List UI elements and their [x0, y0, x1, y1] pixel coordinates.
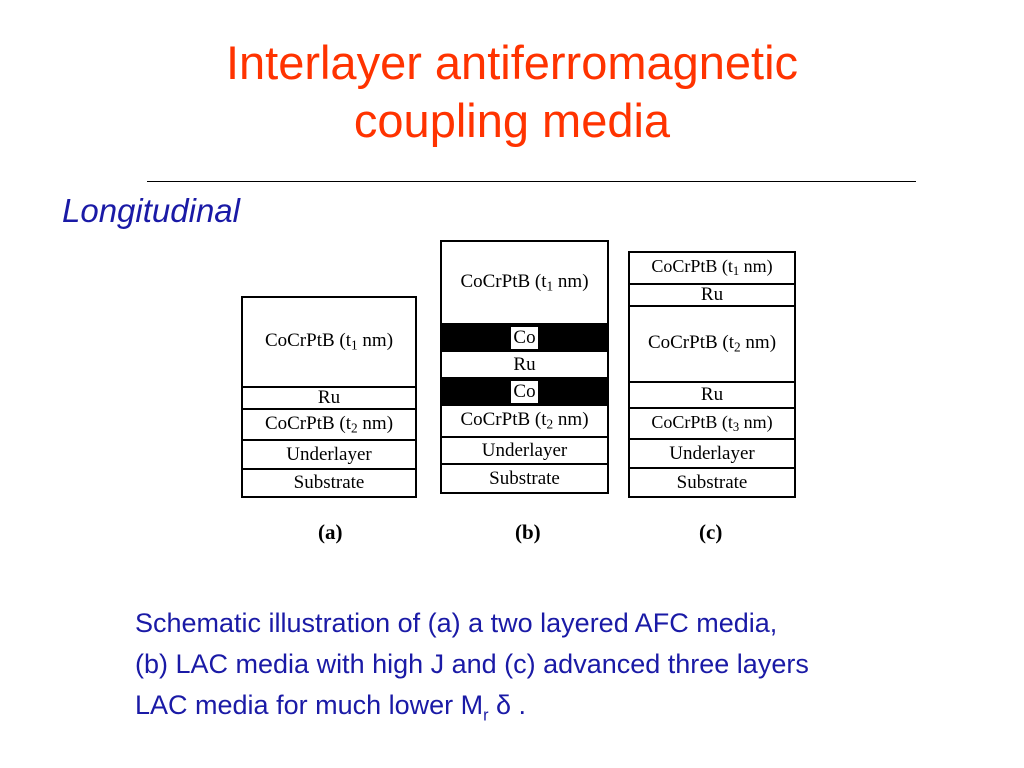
layer-label-text: Substrate	[489, 467, 560, 489]
layer: CoCrPtB (t2 nm)	[241, 408, 417, 441]
layer: Substrate	[628, 467, 796, 498]
layer-label-text: CoCrPtB (t	[460, 270, 547, 292]
stack-caption: (c)	[699, 520, 723, 544]
layer-label-text: CoCrPtB (t	[264, 412, 352, 434]
layer-label-subscript: 3	[732, 420, 740, 435]
stack-caption: (b)	[515, 520, 541, 544]
layer-label: CoCrPtB (t1 nm)	[460, 271, 588, 294]
layer-label-suffix: nm)	[740, 332, 777, 354]
layer: Ru	[241, 386, 417, 410]
layer: Substrate	[241, 468, 417, 498]
layer-label: CoCrPtB (t2 nm)	[460, 409, 588, 432]
layer-label-suffix: nm)	[553, 409, 589, 431]
caption-line-3-prefix: LAC media for much lower M	[135, 690, 484, 720]
layer: Substrate	[440, 463, 609, 494]
layer-label-suffix: nm)	[739, 411, 773, 432]
caption-line-1: Schematic illustration of (a) a two laye…	[135, 608, 778, 638]
layer: Co	[440, 377, 609, 406]
layer-label: CoCrPtB (t2 nm)	[648, 332, 776, 355]
layer-label-text: CoCrPtB (t	[651, 411, 733, 432]
layer: CoCrPtB (t1 nm)	[440, 240, 609, 325]
layer-label: Underlayer	[669, 443, 754, 465]
layer-label: CoCrPtB (t1 nm)	[651, 256, 772, 279]
layer-label: Ru	[701, 384, 723, 406]
layer-label-suffix: nm)	[553, 270, 589, 292]
layer-label-text: Co	[513, 326, 536, 348]
layer-label-text: Substrate	[676, 471, 748, 493]
layer: CoCrPtB (t1 nm)	[241, 296, 417, 388]
layer-label-suffix: nm)	[739, 256, 773, 277]
layer-label-text: Ru	[513, 353, 536, 375]
caption-line-3-subscript: r	[483, 706, 489, 725]
layer-label-text: CoCrPtB (t	[264, 330, 352, 352]
layer-label: Underlayer	[286, 444, 371, 466]
stack-caption: (a)	[318, 520, 343, 544]
caption-line-3-suffix: δ .	[488, 690, 527, 720]
layer-label: Co	[511, 380, 538, 403]
layer-label: Substrate	[489, 468, 560, 490]
layer: CoCrPtB (t3 nm)	[628, 407, 796, 440]
layer-label: Substrate	[677, 472, 748, 494]
layer-label-text: Co	[513, 380, 536, 402]
layer-label-subscript: 2	[351, 420, 358, 436]
layer-label-subscript: 2	[546, 416, 554, 432]
layer: Underlayer	[440, 436, 609, 465]
layer-label-text: Underlayer	[669, 442, 755, 464]
layer-label-subscript: 2	[734, 339, 741, 355]
layer: Underlayer	[628, 438, 796, 469]
layer: CoCrPtB (t1 nm)	[628, 251, 796, 285]
layer-label: CoCrPtB (t1 nm)	[265, 330, 393, 353]
layer: CoCrPtB (t2 nm)	[628, 305, 796, 383]
layer-label-suffix: nm)	[357, 330, 394, 352]
layer-label-text: CoCrPtB (t	[460, 409, 547, 431]
layer: Underlayer	[241, 439, 417, 470]
title-divider	[147, 181, 916, 182]
layer-label: Ru	[700, 284, 724, 305]
layer-label: Ru	[513, 354, 535, 376]
layer-label-text: CoCrPtB (t	[651, 256, 733, 277]
layer: Ru	[628, 381, 796, 409]
layer-label-text: Ru	[700, 384, 724, 405]
layer-label-subscript: 1	[546, 278, 554, 294]
layer-label: CoCrPtB (t3 nm)	[651, 412, 772, 435]
layer: CoCrPtB (t2 nm)	[440, 404, 609, 438]
layer-label: Co	[511, 326, 538, 349]
layer: Ru	[440, 350, 609, 379]
slide-title-line-2: coupling media	[353, 94, 671, 147]
layer-label-text: Underlayer	[481, 439, 568, 461]
layer-label-text: CoCrPtB (t	[647, 332, 735, 354]
section-subtitle: Longitudinal	[62, 192, 240, 229]
slide-title-line-1: Interlayer antiferromagnetic	[225, 36, 799, 89]
layer-label: Substrate	[294, 472, 365, 494]
layer-label-text: Substrate	[293, 472, 365, 493]
layer-label-text: Underlayer	[286, 443, 372, 465]
layer-label-subscript: 1	[351, 337, 358, 353]
layer: Ru	[628, 283, 796, 307]
layer-label-text: Ru	[317, 387, 341, 408]
layer-label: Underlayer	[482, 440, 567, 462]
layer-label: Ru	[317, 387, 341, 408]
slide-title: Interlayer antiferromagnetic coupling me…	[0, 34, 1024, 150]
caption-line-3: LAC media for much lower Mr δ .	[135, 685, 1015, 736]
layer-label-suffix: nm)	[357, 412, 394, 434]
layer: Co	[440, 323, 609, 352]
layer-label-text: Ru	[700, 284, 724, 305]
layer-label-subscript: 1	[732, 264, 740, 279]
caption-line-2: (b) LAC media with high J and (c) advanc…	[135, 649, 809, 679]
figure-caption: Schematic illustration of (a) a two laye…	[135, 603, 1015, 736]
layer-label: CoCrPtB (t2 nm)	[265, 413, 393, 436]
